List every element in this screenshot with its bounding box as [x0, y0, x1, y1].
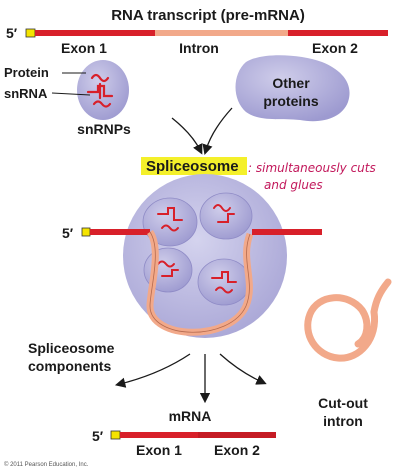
- components-label-2: components: [28, 358, 111, 374]
- mrna-label: mRNA: [169, 408, 212, 424]
- cap-top: [25, 28, 36, 38]
- exon1-segment-top: [35, 30, 155, 36]
- snrnp-subunit-2: [199, 192, 253, 240]
- spliceosome-complex: [123, 174, 287, 338]
- intron-segment-top: [155, 30, 288, 36]
- other-proteins-blob: [235, 55, 350, 122]
- copyright-text: © 2011 Pearson Education, Inc.: [4, 461, 89, 468]
- five-prime-label-middle: 5′: [62, 225, 74, 241]
- snrnp-particle: [77, 60, 129, 120]
- snrnp-subunit-1: [142, 197, 198, 247]
- snrnp-subunit-4: [197, 258, 251, 306]
- spliceosome-label: Spliceosome: [146, 158, 239, 175]
- exon2-segment-top: [288, 30, 388, 36]
- other-proteins-label-1: Other: [272, 75, 310, 91]
- arrow-to-cutout-intron: [219, 353, 267, 385]
- arrow-snrnps-to-spliceosome: [171, 117, 203, 155]
- exon1-segment-bottom: [120, 432, 198, 438]
- exon2-label-bottom: Exon 2: [214, 442, 260, 458]
- snrna-label: snRNA: [4, 86, 48, 101]
- snrna-pointer: [51, 92, 91, 96]
- handwritten-note-line2: and glues: [264, 178, 323, 192]
- exon2-segment-bottom: [198, 432, 276, 438]
- five-prime-label-top: 5′: [6, 25, 18, 41]
- cap-middle: [81, 227, 91, 237]
- snrnps-label: snRNPs: [77, 121, 131, 137]
- cutout-label-2: intron: [323, 413, 363, 429]
- premrna-title: RNA transcript (pre-mRNA): [111, 7, 305, 24]
- intron-label: Intron: [179, 40, 219, 56]
- intron-lariat-outline: [149, 231, 251, 333]
- components-label-1: Spliceosome: [28, 340, 115, 356]
- arrow-to-components: [114, 353, 191, 388]
- spliceosome-body: [123, 174, 287, 338]
- other-proteins-label-2: proteins: [263, 93, 318, 109]
- premrna-strand: [25, 28, 388, 38]
- snrna-squiggle: [86, 73, 114, 108]
- mature-mrna-strand: [110, 430, 276, 440]
- cutout-label-1: Cut-out: [318, 395, 368, 411]
- protein-label: Protein: [4, 65, 49, 80]
- five-prime-label-bottom: 5′: [92, 428, 104, 444]
- exon1-segment-middle: [90, 229, 150, 235]
- cutout-intron-lariat: [304, 294, 379, 362]
- spliceosome-highlight: [141, 157, 247, 175]
- exon2-segment-middle: [252, 229, 322, 235]
- cutout-intron-tail: [370, 278, 392, 316]
- arrow-proteins-to-spliceosome: [202, 107, 233, 155]
- exon1-label-top: Exon 1: [61, 40, 107, 56]
- exon1-label-bottom: Exon 1: [136, 442, 182, 458]
- handwritten-note-line1: : simultaneously cuts: [248, 161, 376, 175]
- exon2-label-top: Exon 2: [312, 40, 358, 56]
- cap-bottom: [110, 430, 121, 440]
